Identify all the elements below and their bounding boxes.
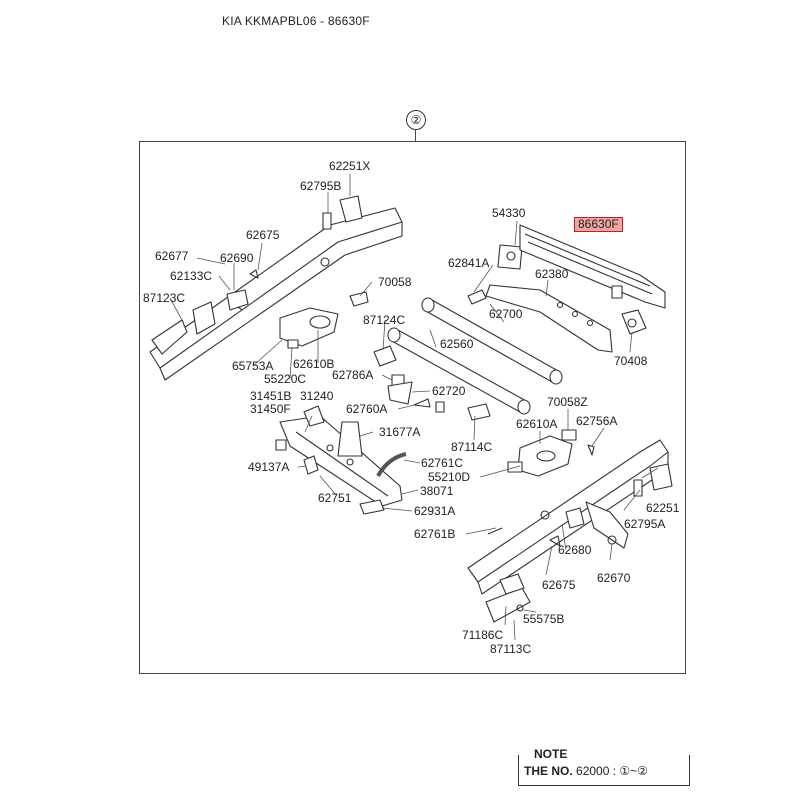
part-label-62610B: 62610B	[293, 357, 335, 371]
group-marker-leader	[415, 129, 416, 141]
part-label-71186C: 71186C	[462, 628, 504, 642]
part-label-31451B: 31451B	[250, 389, 292, 403]
part-label-87123C: 87123C	[143, 291, 186, 305]
part-label-62380: 62380	[535, 267, 569, 281]
part-label-62251: 62251	[646, 501, 680, 515]
part-label-70058: 70058	[378, 275, 412, 289]
part-label-87124C: 87124C	[363, 313, 406, 327]
note-value: 62000 : ①~②	[576, 764, 648, 778]
part-label-62795B: 62795B	[300, 179, 342, 193]
part-label-31240: 31240	[300, 389, 334, 403]
part-label-62700: 62700	[489, 307, 523, 321]
part-label-55220C: 55220C	[264, 372, 307, 386]
note-title: NOTE	[530, 747, 572, 761]
part-label-54330: 54330	[492, 206, 526, 220]
part-label-62786A: 62786A	[332, 368, 374, 382]
part-label-62756A: 62756A	[576, 414, 618, 428]
diagram-frame	[139, 141, 686, 674]
part-label-62841A: 62841A	[448, 256, 490, 270]
group-marker: ②	[406, 110, 426, 130]
part-label-70408: 70408	[614, 354, 648, 368]
part-label-62670: 62670	[597, 571, 631, 585]
part-label-38071: 38071	[420, 484, 454, 498]
part-label-62675-right: 62675	[542, 578, 576, 592]
part-label-55575B: 55575B	[523, 612, 565, 626]
part-label-62751: 62751	[318, 491, 352, 505]
part-label-62610A: 62610A	[516, 417, 558, 431]
part-label-62677: 62677	[155, 249, 189, 263]
part-label-62560: 62560	[440, 337, 474, 351]
note-label: THE NO.	[524, 764, 573, 778]
part-label-87114C: 87114C	[451, 440, 493, 454]
part-label-55210D: 55210D	[428, 470, 471, 484]
note-box	[518, 755, 690, 786]
part-label-62761C: 62761C	[421, 456, 464, 470]
part-label-87113C: 87113C	[490, 642, 532, 656]
part-label-31450F: 31450F	[250, 402, 291, 416]
part-label-62720: 62720	[432, 384, 466, 398]
part-label-70058Z: 70058Z	[547, 395, 588, 409]
part-label-49137A: 49137A	[248, 460, 290, 474]
part-label-62251X: 62251X	[329, 159, 371, 173]
diagram-header-title: KIA KKMAPBL06 - 86630F	[222, 14, 370, 28]
part-label-62760A: 62760A	[346, 402, 388, 416]
part-label-62690: 62690	[220, 251, 254, 265]
part-label-62795A: 62795A	[624, 517, 666, 531]
part-label-62680: 62680	[558, 543, 592, 557]
part-label-65753A: 65753A	[232, 359, 274, 373]
part-label-31677A: 31677A	[379, 425, 421, 439]
part-label-86630F-highlighted: 86630F	[574, 217, 623, 232]
part-label-62133C: 62133C	[170, 269, 213, 283]
part-label-62931A: 62931A	[414, 504, 456, 518]
part-label-62675-left: 62675	[246, 228, 280, 242]
note-line: THE NO. 62000 : ①~②	[524, 764, 648, 778]
part-label-62761B: 62761B	[414, 527, 456, 541]
